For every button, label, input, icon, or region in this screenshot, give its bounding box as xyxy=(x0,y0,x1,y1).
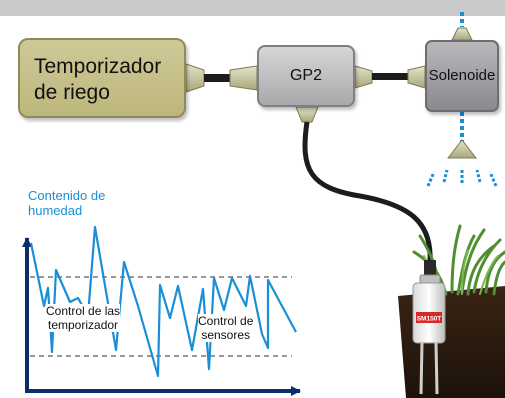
solenoid-inlet xyxy=(451,12,473,41)
top-bar xyxy=(0,0,505,16)
solenoid-label: Solenoide xyxy=(428,67,496,84)
timer-control-label: Control de las temporizador xyxy=(46,304,121,332)
sprinkler-nozzle xyxy=(426,112,498,187)
timer-connector xyxy=(185,63,258,93)
gp2-controller-block: GP2 xyxy=(257,45,355,107)
gp2-label: GP2 xyxy=(289,67,322,84)
soil-moisture-sensor xyxy=(412,260,446,395)
solenoid-valve-block: Solenoide xyxy=(425,40,499,112)
chart-y-axis-label: Contenido de humedad xyxy=(28,188,106,218)
solenoid-connector xyxy=(354,65,426,89)
moisture-chart xyxy=(22,225,301,396)
irrigation-timer-label: Temporizador de riego xyxy=(34,55,162,104)
sensor-cable xyxy=(295,106,433,263)
irrigation-timer-block: Temporizador de riego xyxy=(18,38,186,118)
sensor-control-label: Control de sensores xyxy=(198,314,254,342)
